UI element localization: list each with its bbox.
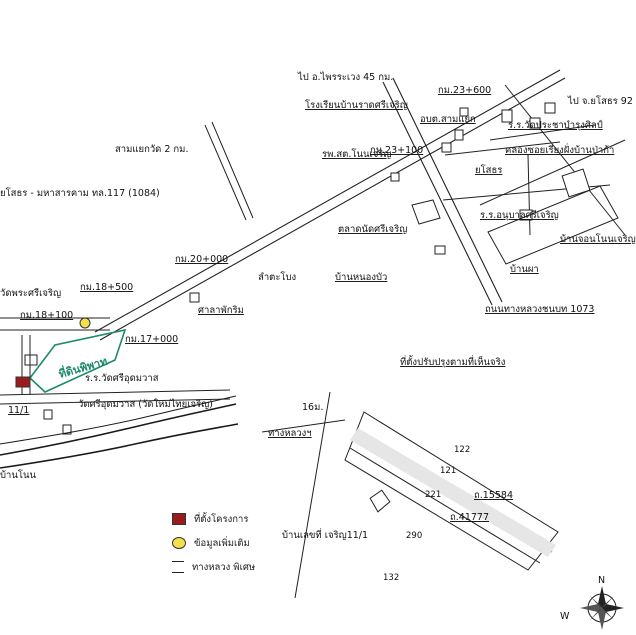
label-km-20: กม.20+000 (175, 254, 228, 265)
label-rd-1073: ถนนทางหลวงชนบท 1073 (485, 304, 594, 315)
label-to-yasothon: ไป จ.ยโสธร 92 กม. (567, 95, 636, 107)
market-block (487, 185, 619, 265)
label-km-17: กม.17+000 (125, 334, 178, 345)
map-legend: ที่ตั้งโครงการ ข้อมูลเพิ่มเติม ทางหลวง พ… (172, 510, 312, 582)
label-plot-221: 221 (425, 490, 441, 500)
label-plot-290: 290 (406, 531, 422, 541)
legend-item-highway: ทางหลวง พิเศษ (172, 558, 312, 576)
compass-n-label: N (598, 575, 605, 586)
info-marker-icon (172, 537, 186, 549)
road-1073 (382, 77, 503, 306)
legend-label: ข้อมูลเพิ่มเติม (194, 537, 250, 549)
label-wat-sri: ร.ร.วัดศรีอุดมวาส (85, 372, 159, 384)
label-km-23-600: กม.23+600 (438, 85, 491, 96)
label-road-15584: ถ.15584 (474, 490, 513, 501)
river (0, 395, 239, 469)
info-marker (79, 317, 91, 329)
label-km-18-500: กม.18+500 (80, 282, 133, 293)
label-house: บ้านเลขที่ เจริญ11/1 (282, 528, 368, 541)
label-ban-thon-chat: บ้านจอนโนนเจริญ (560, 233, 636, 245)
label-lamtabong: ลำตะโบง (258, 271, 296, 283)
legend-item-site: ที่ตั้งโครงการ (172, 510, 312, 528)
label-to-phrae: ไป อ.ไพรระเวง 45 กม. (297, 71, 393, 83)
label-plot-121: 121 (440, 466, 456, 476)
label-roengamyong: วัดพระศรีเจริญ (0, 287, 61, 299)
compass-w-label: W (560, 611, 570, 622)
label-dist-16m: 16ม. (302, 402, 323, 413)
label-detail-title: ที่ตั้งปรับปรุงตามที่เห็นจริง (400, 355, 505, 368)
site-marker (15, 376, 31, 388)
label-km-18-100: กม.18+100 (20, 310, 73, 321)
highway-117 (94, 69, 566, 341)
compass-rose-icon (580, 586, 624, 630)
label-sala: ศาลาพักริม (198, 305, 244, 316)
label-wat-khor: ร.ร.วัดประชาบำรุงศิลป์ (508, 119, 603, 131)
label-ban-nong: บ้านหนองบัว (335, 272, 387, 283)
label-school-row: ร.ร.อนุบาลศรีเจริญ (480, 209, 559, 221)
legend-label: ทางหลวง พิเศษ (192, 561, 256, 573)
label-hospital: รพ.สต.โนนเจริญ (322, 148, 391, 160)
legend-label: ที่ตั้งโครงการ (194, 513, 249, 525)
legend-item-info: ข้อมูลเพิ่มเติม (172, 534, 312, 552)
label-km-23-100: กม.23+100 (370, 145, 423, 156)
school-block (411, 199, 441, 225)
label-market: ตลาดนัดศรีเจริญ (338, 223, 407, 235)
label-district-office: อบต.สามแยก (420, 114, 476, 125)
highway-line-icon (172, 561, 184, 573)
label-canal: คลองซอยเรียงฝั่งบ้านป่าก้า (505, 143, 614, 156)
label-road-41777: ถ.41777 (450, 512, 489, 523)
label-rd-sukhothai: ยโสธร (475, 164, 502, 176)
label-plot-132: 132 (383, 573, 399, 583)
label-area-11-1: 11/1 (8, 405, 29, 416)
side-roads (0, 84, 626, 331)
label-plot-122: 122 (454, 445, 470, 455)
label-rohinwong-school: โรงเรียนบ้านราดศรีเจริญ (305, 99, 408, 111)
label-rd-sisaket: สามแยกวัด 2 กม. (115, 144, 188, 155)
detail-road-fill (350, 428, 556, 557)
label-ban-pha: บ้านผา (510, 264, 539, 275)
label-hwy-117: ยโสธร - มหาสารคาม ทล.117 (1084) (0, 187, 160, 199)
label-wat-sri-full: วัดศรีอุดมวาส (วัดใหม่ไทยเจริญ) (78, 398, 213, 410)
site-marker-icon (172, 513, 186, 525)
label-road-near: ทางหลวงฯ (268, 428, 312, 439)
village-road (0, 335, 231, 405)
label-ban-thon: บ้านโนน (0, 469, 36, 481)
buildings (24, 102, 591, 435)
